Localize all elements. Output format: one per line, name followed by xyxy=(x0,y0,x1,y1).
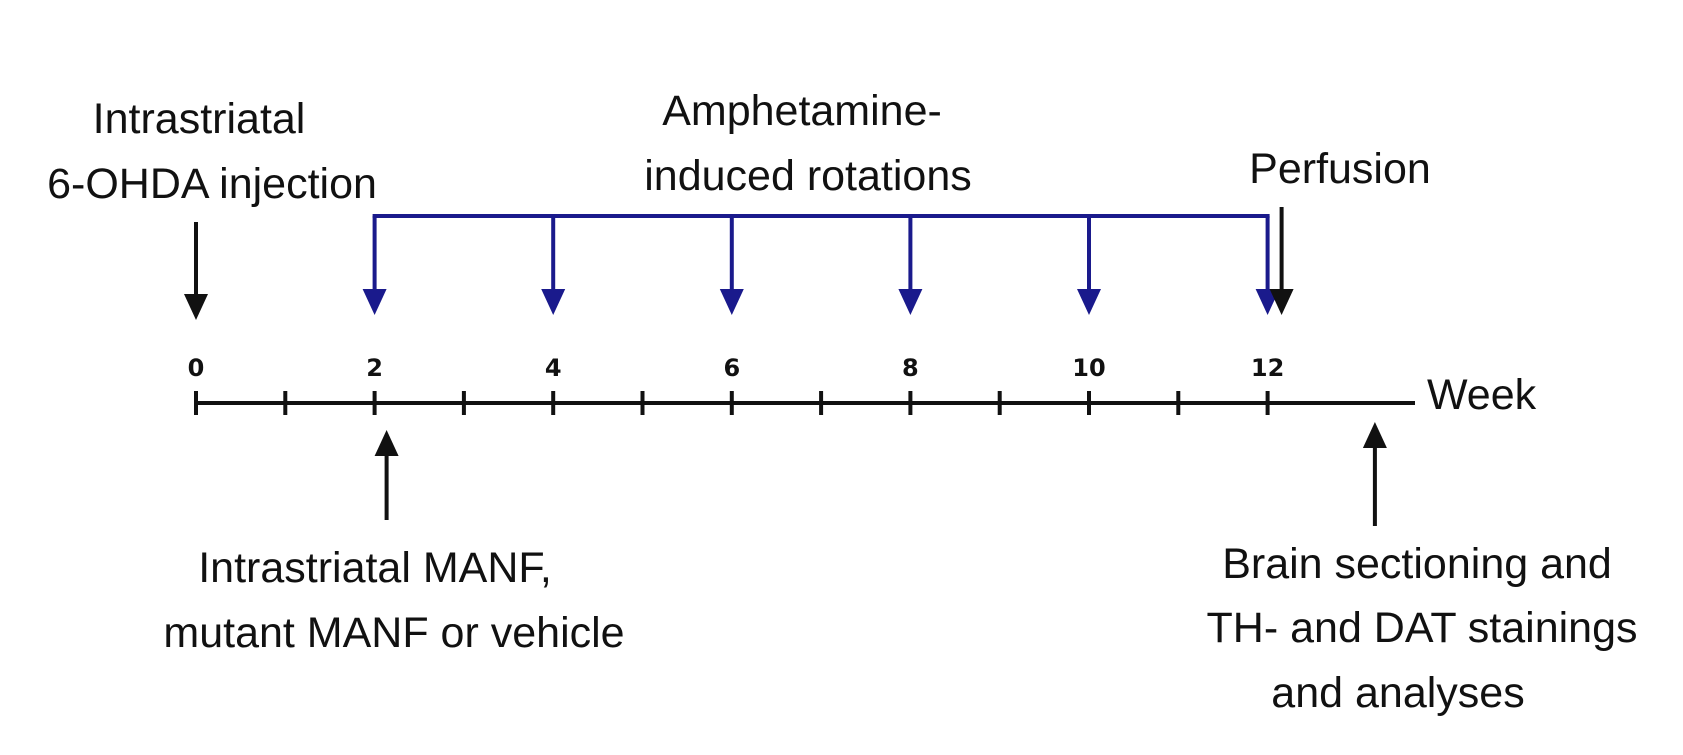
analysis-label: Brain sectioning and TH- and DAT stainin… xyxy=(1207,540,1650,717)
axis-unit-label: Week xyxy=(1427,371,1537,419)
injection-arrow-head xyxy=(184,294,208,320)
rotation-bracket xyxy=(362,214,1280,315)
tick-label-week-8: 8 xyxy=(902,354,919,382)
rotation-arrow-week-4 xyxy=(541,216,566,315)
treatment-label: Intrastriatal MANF, mutant MANF or vehic… xyxy=(163,544,624,657)
rotation-arrow-week-6-head xyxy=(719,289,744,315)
rotation-arrow-week-10-head xyxy=(1077,289,1101,315)
rotation-arrow-week-6 xyxy=(719,216,744,315)
tick-labels: 0 2 4 6 8 10 12 xyxy=(188,354,1285,382)
event-arrows xyxy=(184,207,1387,526)
rotation-arrow-week-2 xyxy=(362,216,387,315)
rotation-arrow-week-8-head xyxy=(898,289,923,315)
rotation-arrow-week-4-head xyxy=(541,289,566,315)
rotation-arrow-week-10 xyxy=(1077,216,1101,315)
perfusion-label: Perfusion xyxy=(1249,145,1431,193)
analysis-arrow-head xyxy=(1362,422,1387,448)
tick-label-week-10: 10 xyxy=(1072,354,1105,382)
tick-label-week-4: 4 xyxy=(545,354,562,382)
rotations-label: Amphetamine- induced rotations xyxy=(644,87,972,200)
injection-label: Intrastriatal 6-OHDA injection xyxy=(47,95,377,208)
tick-label-week-12: 12 xyxy=(1251,354,1284,382)
treatment-arrow xyxy=(374,430,399,520)
treatment-arrow-head xyxy=(374,430,399,456)
tick-label-week-6: 6 xyxy=(723,354,740,382)
perfusion-arrow xyxy=(1269,207,1294,315)
rotation-arrow-week-8 xyxy=(898,216,923,315)
perfusion-arrow-head xyxy=(1269,289,1294,315)
tick-label-week-0: 0 xyxy=(188,354,205,382)
rotation-arrow-week-2-head xyxy=(362,289,387,315)
timeline-axis xyxy=(194,391,1415,415)
injection-arrow xyxy=(184,222,208,320)
tick-label-week-2: 2 xyxy=(366,354,383,382)
analysis-arrow xyxy=(1362,422,1387,526)
